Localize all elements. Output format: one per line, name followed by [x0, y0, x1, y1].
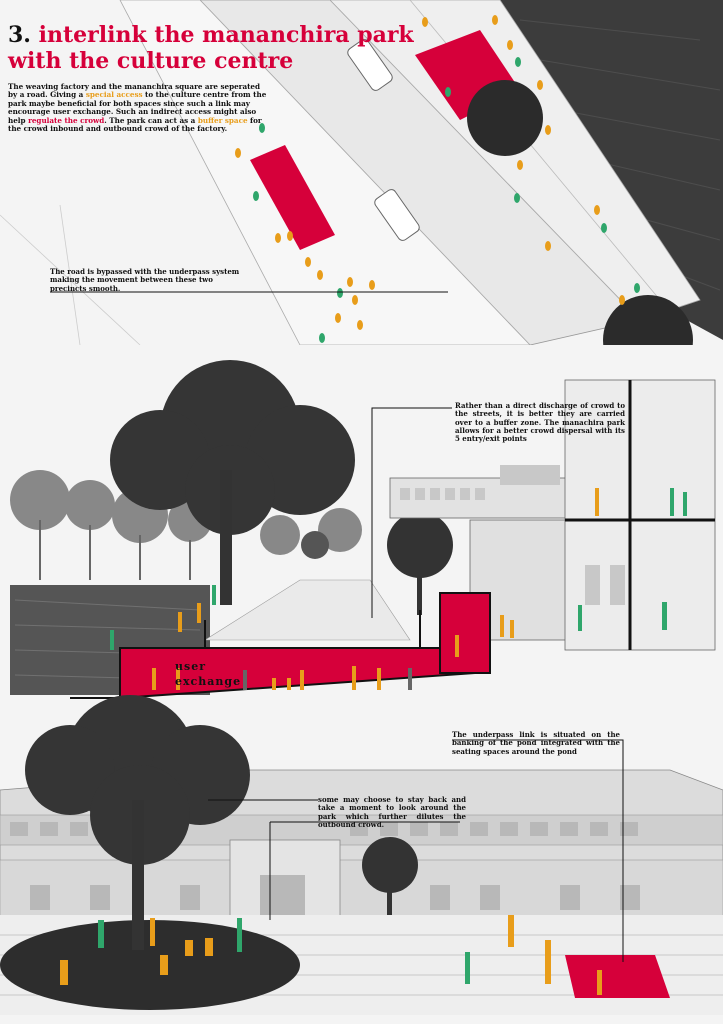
- car-icon: [374, 189, 420, 241]
- people-section: [110, 488, 687, 690]
- tree-shadow: [0, 920, 300, 1010]
- section-number: 3.: [8, 22, 31, 48]
- big-tree-section: [110, 360, 355, 535]
- highlight-buffer-space: buffer space: [197, 115, 248, 125]
- intro-paragraph: The weaving factory and the mananchira s…: [8, 82, 267, 134]
- page-title: 3. interlink the mananchira park: [8, 22, 414, 48]
- people-elevation: [60, 915, 602, 995]
- note-underpass-link: The underpass link is situated on the ba…: [452, 730, 620, 756]
- underpass-entry-plan-2: [250, 145, 335, 250]
- tree-plan-icon: [467, 80, 543, 156]
- highlight-special-access: special access: [85, 90, 143, 100]
- underpass-entry-elevation: [565, 955, 670, 998]
- note-buffer-zone: Rather than a direct discharge of crowd …: [455, 401, 625, 444]
- tree-icon: [362, 837, 418, 893]
- people-plan-dots: [235, 15, 640, 343]
- tree-icon: [301, 531, 329, 559]
- title-line-1: interlink the mananchira park: [38, 22, 414, 48]
- note-road-bypass: The road is bypassed with the underpass …: [50, 267, 240, 293]
- note-stay-back: some may choose to stay back and take a …: [318, 795, 466, 829]
- title-line-2: with the culture centre: [8, 48, 294, 74]
- factory-windows: [10, 822, 640, 920]
- tree-icon: [387, 512, 453, 578]
- user-exchange-label: user exchange: [175, 660, 242, 688]
- car-icon: [347, 39, 393, 91]
- park-walkway-section: [203, 579, 411, 641]
- sidewalk-plan: [329, 0, 701, 321]
- highlight-regulate-crowd: regulate the crowd: [28, 115, 105, 125]
